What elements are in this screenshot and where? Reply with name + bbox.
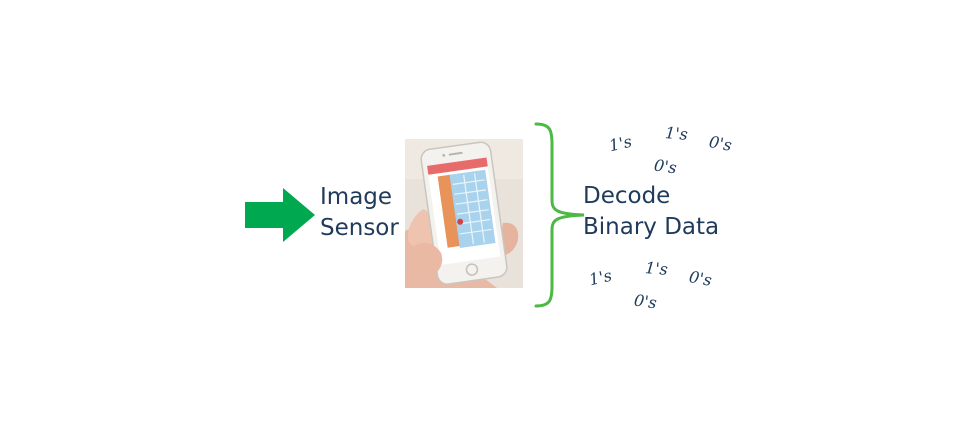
bit-token: 1's — [644, 258, 669, 279]
right-arrow-icon — [245, 188, 315, 242]
image-sensor-label-line2: Sensor — [320, 215, 399, 241]
bit-token: 0's — [632, 290, 659, 313]
phone-in-hand-photo — [405, 139, 523, 288]
bit-token: 0's — [652, 155, 679, 178]
decode-binary-data-label: Decode Binary Data — [583, 181, 719, 243]
bit-token: 1's — [607, 131, 634, 156]
bit-token: 0's — [687, 267, 714, 290]
bit-token: 1's — [664, 123, 689, 144]
image-sensor-label-line1: Image — [320, 184, 393, 210]
bit-token: 1's — [587, 265, 614, 290]
image-sensor-label: Image Sensor — [320, 182, 399, 244]
curly-brace-icon — [534, 122, 585, 308]
decode-label-line1: Decode — [583, 183, 671, 209]
decode-label-line2: Binary Data — [583, 214, 720, 240]
bit-token: 0's — [707, 132, 734, 155]
